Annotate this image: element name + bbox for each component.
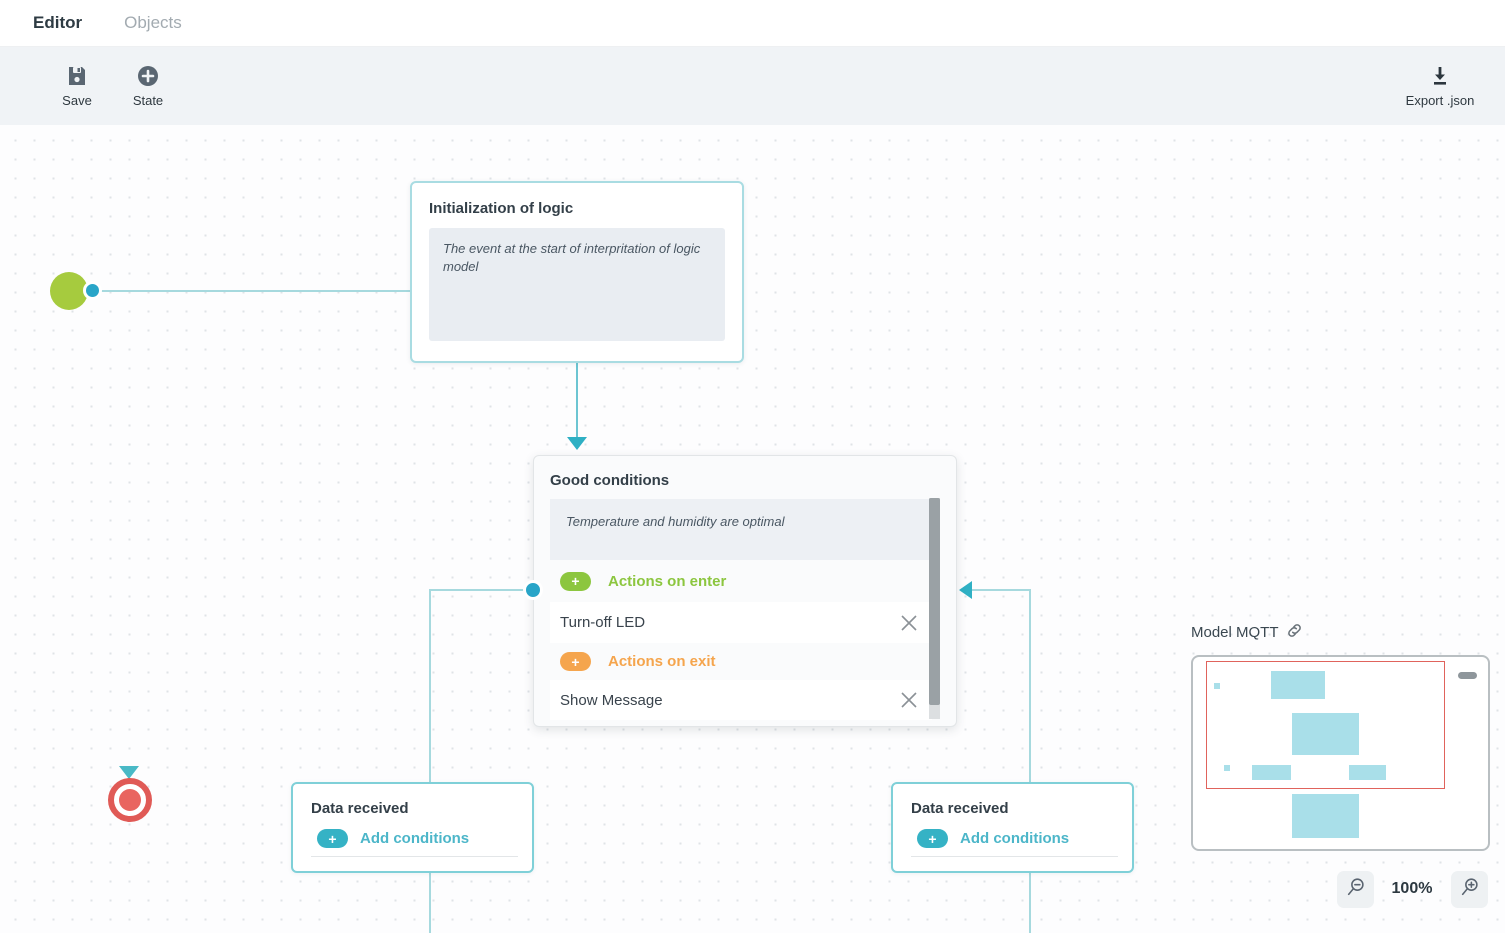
add-conditions-button[interactable]: +: [917, 829, 948, 848]
export-json-button[interactable]: Export .json: [1385, 63, 1495, 108]
connector-right-elbow-horizontal: [972, 589, 1030, 591]
action-label: Turn-off LED: [560, 614, 645, 631]
add-conditions-button[interactable]: +: [317, 829, 348, 848]
node-initialization[interactable]: Initialization of logic The event at the…: [410, 181, 744, 363]
add-conditions-label[interactable]: Add conditions: [960, 830, 1069, 847]
minimap-viewport[interactable]: [1206, 661, 1445, 789]
connector-good-elbow-horizontal: [429, 589, 526, 591]
end-node-core: [119, 789, 141, 811]
actions-on-enter-label: Actions on enter: [608, 573, 726, 590]
add-state-button[interactable]: State: [113, 63, 183, 108]
minimap-title-row: Model MQTT: [1191, 622, 1303, 643]
arrowhead-into-good: [567, 437, 587, 450]
scrollbar-thumb[interactable]: [929, 498, 940, 705]
start-output-port[interactable]: [83, 281, 102, 300]
connector-start-to-init: [100, 290, 410, 292]
exit-action-row[interactable]: Show Message: [550, 680, 932, 720]
zoom-in-icon: [1459, 876, 1481, 903]
download-icon: [1428, 63, 1452, 89]
end-node[interactable]: [108, 778, 152, 822]
minimap-title: Model MQTT: [1191, 624, 1279, 641]
node-data-received-right[interactable]: Data received + Add conditions: [891, 782, 1134, 873]
connector-init-to-good: [576, 363, 578, 438]
circle-plus-icon: [136, 63, 160, 89]
remove-action-icon[interactable]: [900, 691, 918, 709]
node-description[interactable]: Temperature and humidity are optimal: [550, 499, 932, 560]
toolbar: Save State Export .json: [0, 47, 1505, 125]
save-icon: [65, 63, 89, 89]
enter-action-row[interactable]: Turn-off LED: [550, 602, 932, 643]
minimap[interactable]: [1191, 655, 1490, 851]
export-label: Export .json: [1406, 93, 1475, 108]
save-label: Save: [62, 93, 92, 108]
actions-on-enter-header: + Actions on enter: [550, 560, 932, 602]
minimap-collapse-handle[interactable]: [1458, 672, 1477, 679]
save-button[interactable]: Save: [42, 63, 112, 108]
state-label: State: [133, 93, 163, 108]
zoom-in-button[interactable]: [1451, 871, 1488, 908]
node-title: Data received: [911, 800, 1114, 817]
node-title: Initialization of logic: [429, 200, 725, 217]
actions-on-exit-label: Actions on exit: [608, 653, 716, 670]
zoom-out-button[interactable]: [1337, 871, 1374, 908]
add-enter-action-button[interactable]: +: [560, 572, 591, 591]
add-conditions-row: + Add conditions: [311, 829, 518, 857]
node-good-conditions[interactable]: Good conditions Temperature and humidity…: [533, 455, 957, 727]
connector-right-elbow-vertical: [1029, 589, 1031, 933]
tab-editor[interactable]: Editor: [33, 13, 82, 33]
zoom-out-icon: [1345, 876, 1367, 903]
connector-good-elbow-vertical: [429, 589, 431, 933]
node-title: Good conditions: [550, 472, 940, 489]
node-scrollbar[interactable]: [929, 498, 940, 719]
add-conditions-label[interactable]: Add conditions: [360, 830, 469, 847]
remove-action-icon[interactable]: [900, 614, 918, 632]
arrowhead-into-good-right: [959, 581, 972, 599]
add-exit-action-button[interactable]: +: [560, 652, 591, 671]
action-label: Show Message: [560, 692, 663, 709]
tab-objects[interactable]: Objects: [124, 13, 182, 33]
link-icon[interactable]: [1286, 622, 1303, 643]
node-title: Data received: [311, 800, 514, 817]
good-conditions-left-port[interactable]: [523, 580, 543, 600]
top-navbar: Editor Objects: [0, 0, 1505, 47]
node-description[interactable]: The event at the start of interpritation…: [429, 228, 725, 341]
zoom-level: 100%: [1386, 880, 1438, 898]
minimap-node-rect: [1292, 794, 1359, 838]
actions-on-exit-header: + Actions on exit: [550, 643, 932, 680]
node-data-received-left[interactable]: Data received + Add conditions: [291, 782, 534, 873]
canvas[interactable]: Initialization of logic The event at the…: [0, 125, 1505, 933]
add-conditions-row: + Add conditions: [911, 829, 1118, 857]
